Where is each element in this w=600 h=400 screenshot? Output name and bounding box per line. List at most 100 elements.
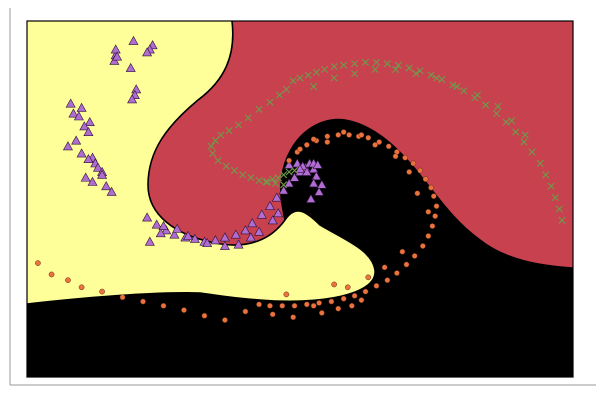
x-point <box>502 118 510 126</box>
circle-point <box>279 302 286 309</box>
triangle-point <box>245 232 256 242</box>
x-point <box>225 127 233 135</box>
boundary-red-black <box>279 118 573 269</box>
circle-point <box>310 302 317 309</box>
circle-point <box>420 243 426 249</box>
x-point <box>340 61 348 69</box>
triangle-point <box>144 236 155 246</box>
x-point <box>372 58 381 66</box>
x-point <box>222 162 230 170</box>
triangle-point <box>101 181 112 191</box>
triangle-point <box>284 178 295 188</box>
x-point <box>482 101 490 109</box>
circle-point <box>394 270 400 276</box>
circle-point <box>351 292 358 299</box>
plot-area <box>27 21 573 377</box>
x-point <box>214 156 222 165</box>
circle-point <box>48 271 55 278</box>
x-point <box>432 74 441 82</box>
x-point <box>383 60 391 68</box>
circle-point <box>119 294 126 301</box>
circle-point <box>410 160 417 167</box>
x-point <box>320 65 329 74</box>
triangle-point <box>308 178 319 188</box>
x-point <box>290 166 299 175</box>
triangle-point <box>76 102 87 112</box>
triangle-point <box>84 116 95 127</box>
circle-point <box>65 277 71 284</box>
x-point <box>536 159 544 167</box>
circle-point <box>422 176 429 182</box>
triangle-point <box>169 229 180 239</box>
triangle-point <box>247 218 258 228</box>
triangle-point <box>142 212 153 222</box>
triangle-point <box>210 235 221 245</box>
x-point <box>520 138 528 146</box>
x-point <box>547 182 555 190</box>
circle-point <box>402 154 408 161</box>
triangle-point <box>112 51 123 61</box>
circle-point <box>430 193 437 200</box>
circle-point <box>417 167 423 174</box>
x-point <box>217 131 225 139</box>
circle-point <box>256 301 262 308</box>
x-point <box>304 71 312 79</box>
circle-point <box>362 288 369 295</box>
triangle-point <box>254 226 265 236</box>
circle-point <box>340 129 347 135</box>
circle-point <box>433 203 440 209</box>
circle-point <box>242 308 249 315</box>
triangle-point <box>219 240 230 250</box>
triangle-point <box>183 230 194 240</box>
circle-point <box>432 213 438 219</box>
circle-point <box>303 142 310 148</box>
triangle-point <box>73 111 84 121</box>
triangle-point <box>127 94 138 104</box>
circle-point <box>290 314 297 321</box>
triangle-point <box>71 135 82 145</box>
x-point <box>244 114 252 122</box>
triangle-point <box>172 223 183 233</box>
x-point <box>280 171 288 179</box>
x-point <box>296 74 304 82</box>
triangle-point <box>92 162 103 172</box>
x-point <box>310 82 318 91</box>
triangle-point <box>79 121 90 131</box>
x-point <box>416 67 424 75</box>
circle-point <box>316 300 322 306</box>
x-point <box>521 131 529 139</box>
circle-point <box>181 307 187 313</box>
x-point <box>207 142 215 150</box>
circle-point <box>331 281 337 288</box>
circle-point <box>344 284 351 291</box>
x-point <box>528 148 536 156</box>
x-point <box>289 77 297 85</box>
x-point <box>512 128 520 136</box>
circle-point <box>414 190 421 197</box>
triangle-point <box>189 233 200 243</box>
triangle-point <box>305 193 316 203</box>
scatter-points <box>35 35 566 323</box>
circle-point <box>349 302 355 309</box>
triangle-point <box>240 225 251 235</box>
circle-point <box>372 142 378 148</box>
x-point <box>473 91 482 99</box>
x-point <box>427 71 435 79</box>
circle-point <box>403 261 410 268</box>
plot-frame <box>26 20 574 378</box>
circle-point <box>283 291 290 298</box>
circle-point <box>328 298 335 305</box>
circle-point <box>425 233 432 239</box>
triangle-point <box>301 166 312 176</box>
x-point <box>282 85 290 93</box>
x-point <box>247 174 255 182</box>
triangle-point <box>264 201 275 211</box>
region-red <box>148 21 573 268</box>
triangle-point <box>271 192 282 202</box>
x-point <box>492 109 501 118</box>
triangle-point <box>284 159 295 169</box>
circle-point <box>365 274 372 281</box>
triangle-point <box>230 229 241 239</box>
triangle-point <box>151 219 162 229</box>
